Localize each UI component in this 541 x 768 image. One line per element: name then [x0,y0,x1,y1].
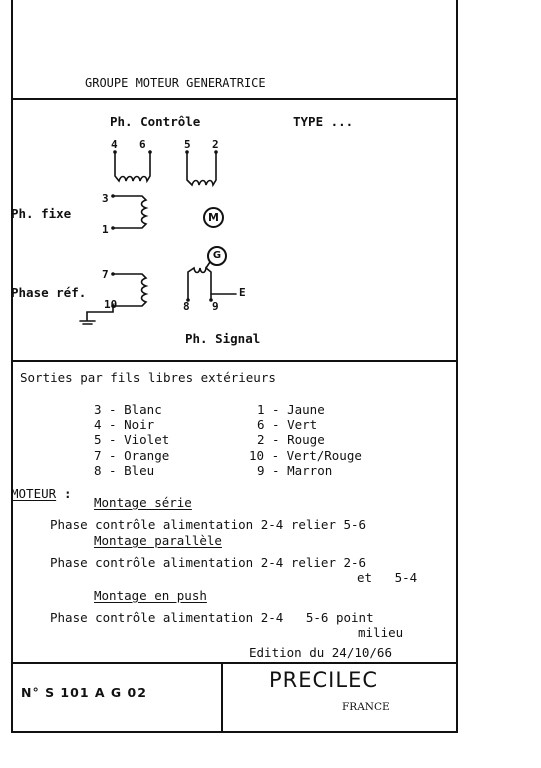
moteur-colon: : [64,486,72,501]
sortie-left-5: 8 - Bleu [94,463,155,478]
montage-serie-text: Phase contrôle alimentation 2-4 relier 5… [50,517,367,532]
divider-footer [11,662,458,664]
ph-controle-label: Ph. Contrôle [110,114,201,129]
montage-push-text2: milieu [358,625,404,640]
edition-date: Edition du 24/10/66 [249,645,392,660]
pin-9: 9 [212,300,219,313]
montage-push-text: Phase contrôle alimentation 2-4 5-6 poin… [50,610,374,625]
coil-5-2-icon [186,151,217,188]
sortie-right-1: 1 - Jaune [257,402,325,417]
montage-parallele-text: Phase contrôle alimentation 2-4 relier 2… [50,555,367,570]
pin-8: 8 [183,300,190,313]
divider-footer-vertical [221,663,223,732]
earth-label: E [239,286,246,299]
sortie-right-5: 9 - Marron [257,463,333,478]
generator-icon: G [207,246,227,266]
sortie-left-2: 4 - Noir [94,417,155,432]
document-title: GROUPE MOTEUR GENERATRICE [85,76,266,90]
coil-3-1-icon [112,195,149,229]
divider-header [11,98,458,100]
reference-number: N° S 101 A G 02 [21,685,147,700]
company-name: PRECILEC [269,668,379,692]
pin-1: 1 [102,223,109,236]
sortie-left-3: 5 - Violet [94,432,170,447]
sorties-title: Sorties par fils libres extérieurs [20,370,276,385]
pin-4: 4 [111,138,118,151]
sortie-left-4: 7 - Orange [94,448,170,463]
divider-diagram [11,360,458,362]
pin-2: 2 [212,138,219,151]
phase-ref-label: Phase réf. [11,285,87,300]
montage-push-title: Montage en push [94,588,207,603]
pin-5: 5 [184,138,191,151]
coil-8-9-icon [187,266,212,301]
sortie-right-4: 10 - Vert/Rouge [249,448,362,463]
pin-7: 7 [102,268,109,281]
coil-7-10-icon [112,273,149,307]
frame-bottom [11,731,458,733]
frame-left [11,0,13,733]
pin-3: 3 [102,192,109,205]
company-country: FRANCE [342,701,390,713]
type-label: TYPE ... [293,114,354,129]
sortie-right-3: 2 - Rouge [257,432,325,447]
motor-icon: M [203,207,224,228]
moteur-label: MOTEUR [11,486,57,501]
montage-parallele-title: Montage parallèle [94,533,222,548]
sortie-right-2: 6 - Vert [257,417,318,432]
pin-6: 6 [139,138,146,151]
montage-serie-title: Montage série [94,495,192,510]
sortie-left-1: 3 - Blanc [94,402,162,417]
montage-parallele-text2: et 5-4 [357,570,418,585]
ph-signal-label: Ph. Signal [185,331,261,346]
coil-4-6-icon [114,151,151,184]
frame-right [456,0,458,733]
ph-fixe-label: Ph. fixe [11,206,72,221]
pin-10: 10 [104,298,118,311]
